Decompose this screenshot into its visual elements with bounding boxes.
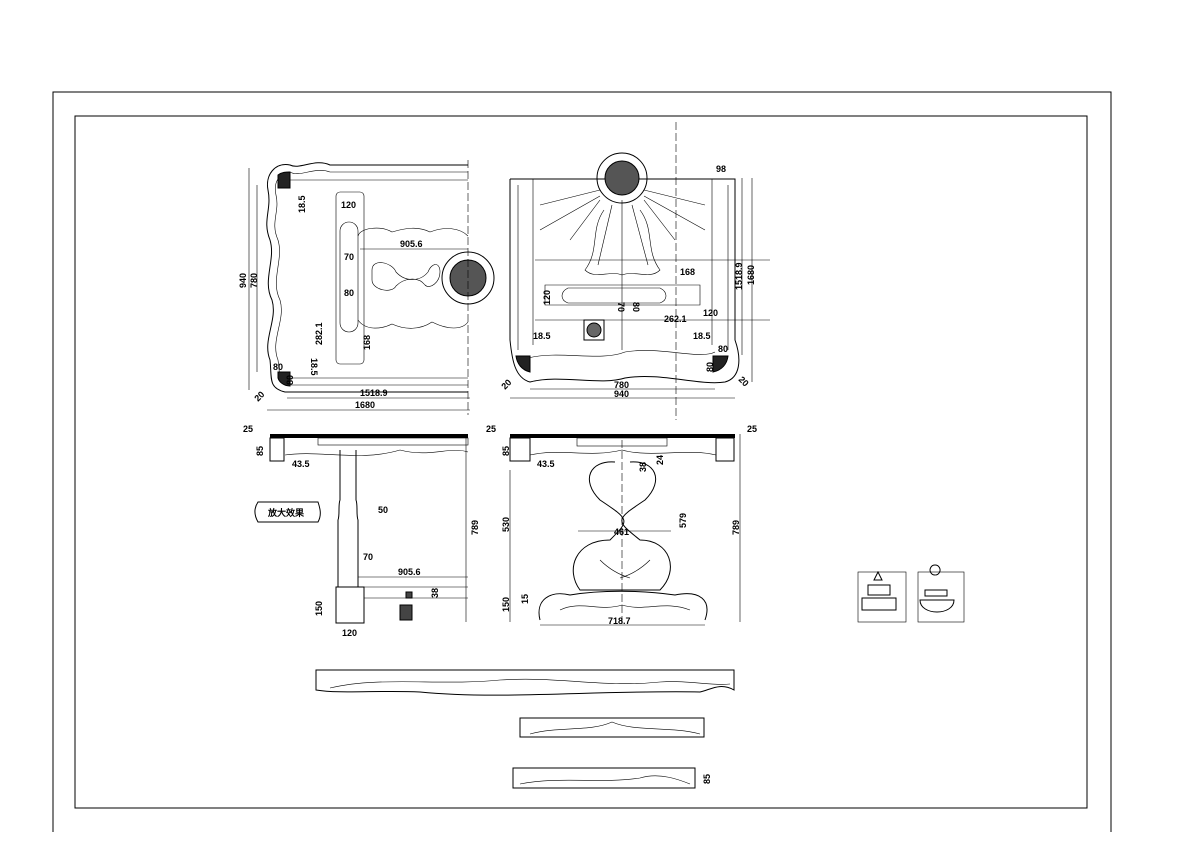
dim-label: 80 [285, 375, 295, 385]
dim-label: 780 [614, 380, 629, 390]
dim-label: 168 [680, 267, 695, 277]
inner-frame [74, 115, 1088, 809]
dim-label: 905.6 [398, 567, 421, 577]
dim-label: 85 [501, 446, 511, 456]
dim-label: 25 [243, 424, 253, 434]
dim-label: 25 [747, 424, 757, 434]
dim-label: 530 [501, 517, 511, 532]
corner-block [277, 371, 291, 387]
corner-block [277, 171, 291, 189]
callout-label: 放大效果 [267, 507, 305, 518]
dim-label: 150 [314, 601, 324, 616]
dim-label: 282.1 [314, 322, 324, 345]
dim-label: 20 [252, 389, 266, 403]
dim-label: 43.5 [537, 459, 555, 469]
dim-label: 25 [486, 424, 496, 434]
dim-label: 18.5 [533, 331, 551, 341]
dim-label: 20 [737, 374, 751, 388]
dim-label: 70 [363, 552, 373, 562]
dim-label: 579 [678, 513, 688, 528]
dim-label: 150 [501, 597, 511, 612]
dim-label: 18.5 [297, 195, 307, 213]
dim-label: 262.1 [664, 314, 687, 324]
dim-label: 780 [249, 273, 259, 288]
finial-details [857, 564, 965, 623]
dim-label: 38 [638, 462, 648, 472]
dim-label: 120 [341, 200, 356, 210]
dim-label: 940 [614, 389, 629, 399]
dim-label: 80 [718, 344, 728, 354]
dim-label: 24 [655, 455, 665, 465]
dim-label: 18.5 [309, 358, 319, 376]
dim-label: 1680 [355, 400, 375, 410]
dim-label: 789 [470, 520, 480, 535]
dim-label: 120 [342, 628, 357, 638]
dim-label: 50 [378, 505, 388, 515]
dim-label: 98 [716, 164, 726, 174]
plan-view-right: 98 1518.9 1680 168 120 70 80 262.1 120 1… [499, 122, 770, 420]
dim-label: 20 [499, 377, 513, 391]
dim-label: 80 [631, 302, 641, 312]
dim-label: 718.7 [608, 616, 631, 626]
dim-label: 461 [614, 527, 629, 537]
elevation-view-left: 放大效果 25 85 43.5 50 70 905.6 38 150 120 7… [243, 424, 480, 638]
dim-label: 940 [238, 273, 248, 288]
dim-label: 168 [362, 335, 372, 350]
dim-label: 18.5 [693, 331, 711, 341]
apron-details: 85 [315, 669, 735, 789]
dim-label: 120 [703, 308, 718, 318]
dim-label: 70 [616, 302, 626, 312]
callout-bubble [254, 501, 321, 523]
dim-label: 1518.9 [734, 262, 744, 290]
dim-label: 1518.9 [360, 388, 388, 398]
dim-label: 38 [430, 588, 440, 598]
dim-label: 85 [255, 446, 265, 456]
dim-label: 70 [344, 252, 354, 262]
plan-view-left: 940 780 18.5 120 905.6 70 80 282.1 168 1… [238, 160, 495, 415]
dim-label: 85 [702, 774, 712, 784]
dim-label: 789 [731, 520, 741, 535]
dim-label: 80 [705, 362, 715, 372]
dim-label: 1680 [746, 265, 756, 285]
elevation-view-front: 25 25 85 43.5 38 24 530 461 579 789 150 … [486, 424, 757, 626]
dim-label: 80 [273, 362, 283, 372]
dim-label: 80 [344, 288, 354, 298]
dim-label: 15 [520, 594, 530, 604]
outer-frame [52, 91, 1112, 832]
dim-label: 120 [542, 290, 552, 305]
dim-label: 43.5 [292, 459, 310, 469]
dim-label: 905.6 [400, 239, 423, 249]
